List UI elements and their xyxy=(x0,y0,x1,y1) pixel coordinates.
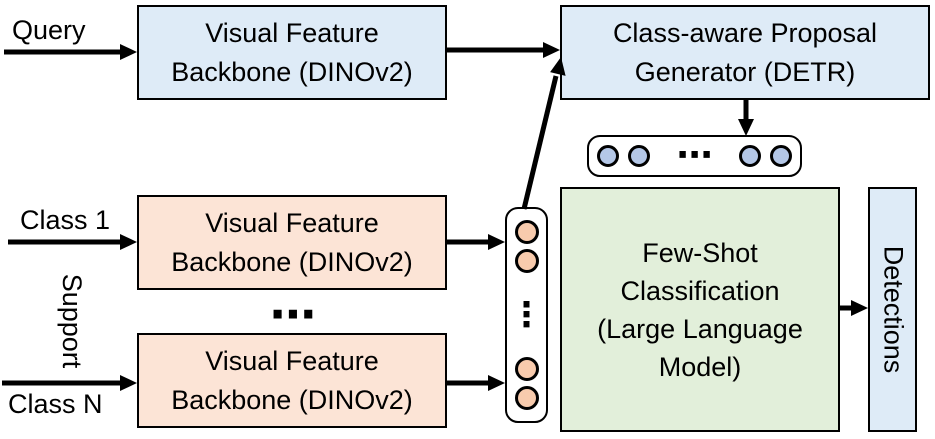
generator-to-proposals-arrow xyxy=(738,100,754,136)
proposal-token-circle xyxy=(770,145,792,167)
support-token-circle xyxy=(514,357,539,381)
class-1-input-arrow xyxy=(8,234,137,250)
support-token-circle xyxy=(514,220,539,244)
backbone-ellipsis: ⋯ xyxy=(270,287,316,341)
query-features-arrow xyxy=(447,42,560,58)
query-label: Query xyxy=(12,15,86,45)
proposal-token-circle xyxy=(739,145,761,167)
query-backbone-box: Visual Feature Backbone (DINOv2) xyxy=(137,5,447,100)
detections-label: Detections xyxy=(878,245,909,374)
support-tokens-pill: ⋮ xyxy=(505,207,548,423)
class-n-label: Class N xyxy=(8,389,103,419)
proposal-tokens-ellipsis: ⋯ xyxy=(676,135,713,176)
support-token-circle xyxy=(514,249,539,273)
proposal-token-circle xyxy=(597,145,619,167)
proposal-tokens-pill: ⋯ xyxy=(587,135,802,177)
proposal-token-circle xyxy=(628,145,650,167)
few-shot-classification-box-label: Few-Shot Classification (Large Language … xyxy=(597,237,803,382)
class-1-backbone-box-label: Visual Feature Backbone (DINOv2) xyxy=(171,207,413,277)
proposal-generator-box-label: Class-aware Proposal Generator (DETR) xyxy=(612,17,878,87)
support-label: Support xyxy=(57,273,87,369)
class-n-features-arrow xyxy=(447,375,505,391)
class-1-features-arrow xyxy=(447,234,505,250)
detections-box: Detections xyxy=(868,187,917,432)
query-backbone-box-label: Visual Feature Backbone (DINOv2) xyxy=(171,17,413,87)
class-1-backbone-box: Visual Feature Backbone (DINOv2) xyxy=(137,195,447,290)
few-shot-classification-box: Few-Shot Classification (Large Language … xyxy=(560,187,840,432)
support-token-circle xyxy=(514,386,539,410)
support-tokens-ellipsis: ⋮ xyxy=(509,295,544,335)
classifier-to-detections-arrow xyxy=(840,300,868,316)
class-n-backbone-box: Visual Feature Backbone (DINOv2) xyxy=(137,333,447,428)
proposal-generator-box: Class-aware Proposal Generator (DETR) xyxy=(560,5,930,100)
class-1-label: Class 1 xyxy=(20,205,111,235)
class-n-backbone-box-label: Visual Feature Backbone (DINOv2) xyxy=(171,345,413,415)
query-input-arrow xyxy=(4,44,137,60)
